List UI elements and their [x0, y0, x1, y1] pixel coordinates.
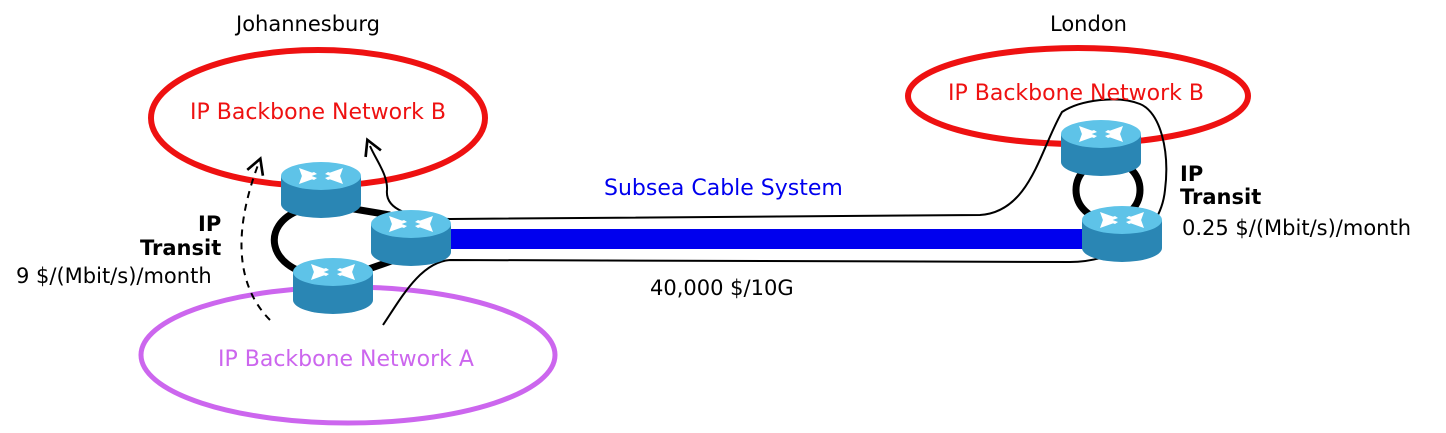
router-icon	[293, 258, 373, 314]
lon-transit-line2: Transit	[1180, 185, 1262, 209]
lon-transit-cost: 0.25 $/(Mbit/s)/month	[1182, 216, 1412, 240]
subsea-cable	[448, 229, 1088, 249]
jnb-network-a-label: IP Backbone Network A	[218, 347, 474, 372]
city-label-johannesburg: Johannesburg	[236, 12, 380, 36]
subsea-cable-cost: 40,000 $/10G	[650, 276, 794, 300]
jnb-transit-cost: 9 $/(Mbit/s)/month	[16, 264, 212, 288]
router-icon	[1061, 120, 1141, 176]
router-icon	[1082, 206, 1162, 262]
city-label-london: London	[1050, 12, 1127, 36]
lon-network-b-label: IP Backbone Network B	[948, 81, 1204, 106]
transit-path-dashed	[240, 156, 271, 321]
lon-transit-line1: IP	[1180, 162, 1204, 186]
jnb-transit-line2: Transit	[140, 236, 222, 260]
router-icon	[281, 162, 361, 218]
traffic-path-line	[364, 98, 1168, 326]
router-icon	[371, 210, 451, 266]
subsea-cable-label: Subsea Cable System	[604, 176, 843, 201]
jnb-network-b-label: IP Backbone Network B	[190, 100, 446, 125]
jnb-transit-line1: IP	[198, 212, 222, 236]
